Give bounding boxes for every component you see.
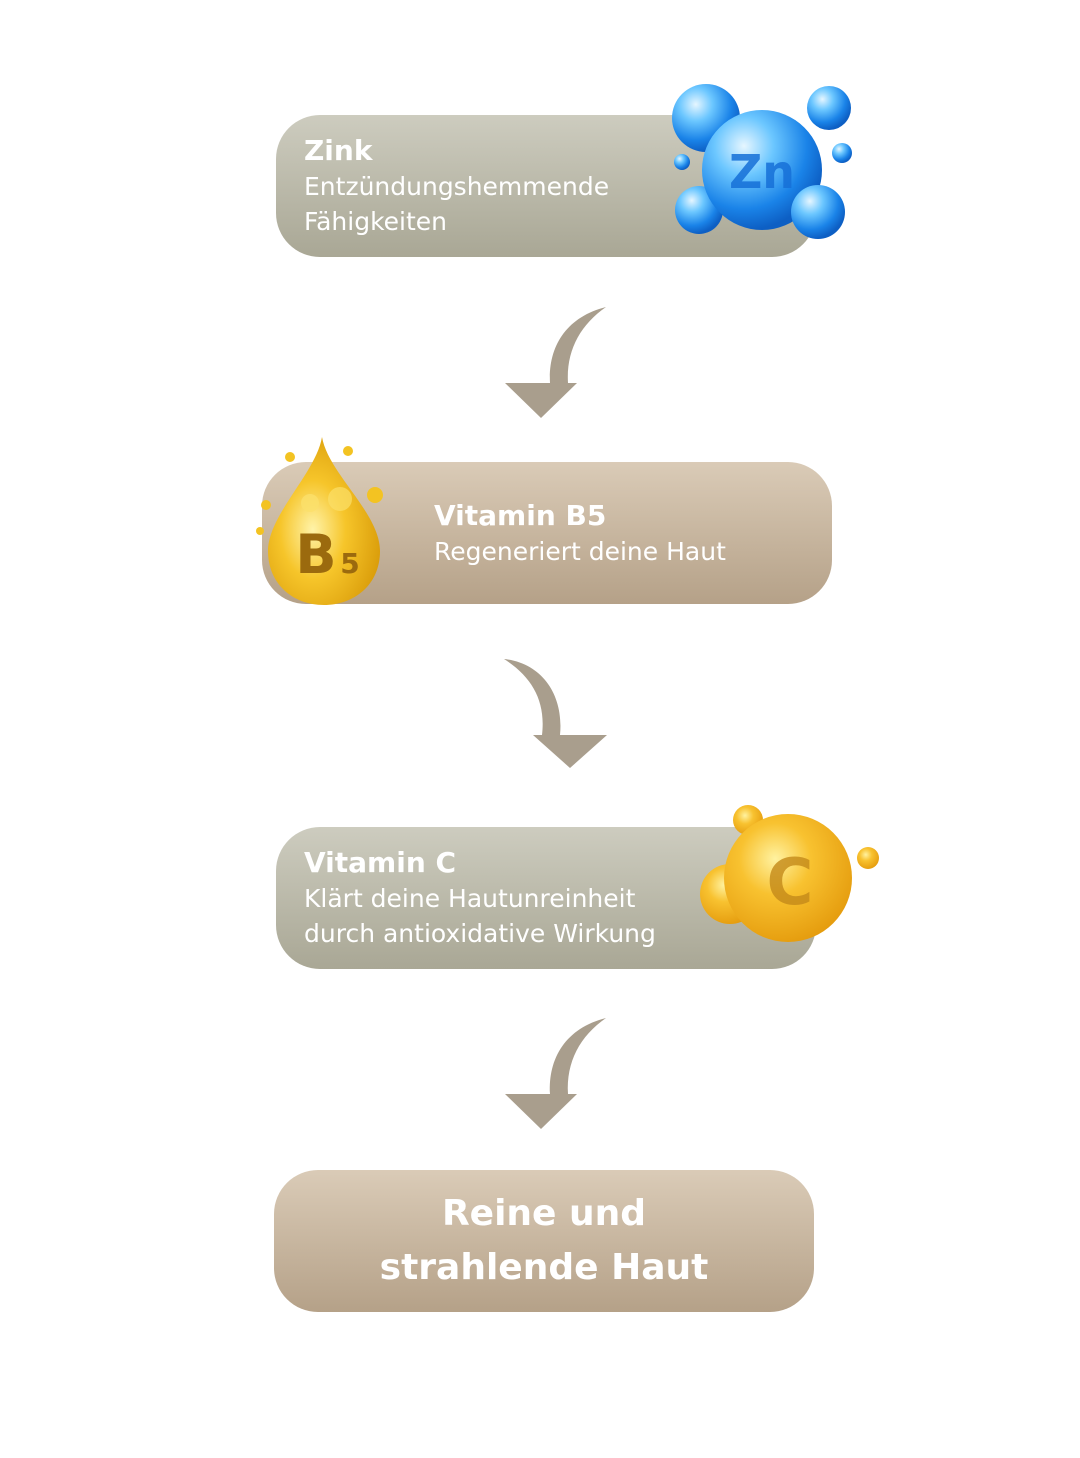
- step-zinc-title: Zink: [304, 134, 373, 167]
- vitamin-c-letter: C: [767, 846, 814, 920]
- vitamin-b5-letter: B: [295, 523, 336, 586]
- flow-arrow-2: [504, 659, 607, 768]
- step-zinc-line-1: Entzündungshemmende: [304, 172, 610, 201]
- result-text: Reine und strahlende Haut: [379, 1193, 709, 1288]
- step-zinc-line-2: Fähigkeiten: [304, 207, 448, 236]
- vitamin-c-sphere-icon: C: [700, 805, 879, 942]
- vitamin-b5-subscript: 5: [340, 547, 359, 580]
- vitamin-b5-drop-icon: B 5: [256, 437, 383, 605]
- flow-arrow-1: [505, 307, 606, 418]
- step-vitamin-b5-line-1: Regeneriert deine Haut: [434, 537, 726, 566]
- step-vitamin-c-line-2: durch antioxidative Wirkung: [304, 919, 656, 948]
- flow-arrow-3: [505, 1018, 606, 1129]
- step-vitamin-c-line-1: Klärt deine Hautunreinheit: [304, 884, 636, 913]
- zinc-symbol: Zn: [729, 145, 795, 199]
- step-vitamin-b5-title: Vitamin B5: [434, 499, 607, 532]
- result-box: Reine und strahlende Haut: [274, 1170, 814, 1312]
- step-vitamin-c-title: Vitamin C: [304, 846, 457, 879]
- zinc-molecule-icon: Zn: [672, 84, 852, 239]
